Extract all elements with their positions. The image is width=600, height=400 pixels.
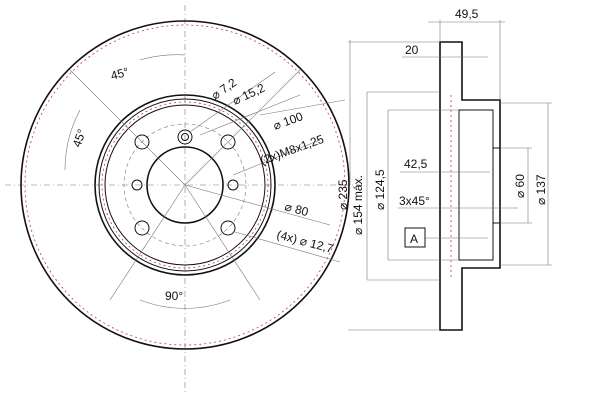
dia124-label: ⌀ 124,5 [373, 169, 387, 210]
bolt-hole [220, 134, 236, 150]
angle-arc-bottom [139, 299, 231, 309]
locating-boss [177, 129, 193, 145]
dia137-label: ⌀ 137 [534, 174, 548, 205]
hat-circle-outer [94, 94, 276, 276]
leader-bolt-holes [234, 231, 341, 263]
bolt-circle-label: ⌀ 100 [271, 109, 305, 133]
depth-label: 42,5 [404, 157, 428, 171]
bolt-hole [134, 220, 150, 236]
chamfer-label: 3x45° [399, 194, 430, 208]
side-view: 49,5 20 ⌀ 154 máx. ⌀ 124,5 42,5 3x45° A … [348, 7, 552, 331]
outer-dia-label: ⌀ 235 [336, 179, 350, 210]
angle-line [184, 184, 261, 301]
leader-hole [189, 71, 276, 133]
bolt-circle [123, 123, 247, 247]
leader-thread [232, 139, 321, 176]
hat-circle [98, 98, 272, 272]
dia60-label: ⌀ 60 [513, 174, 527, 198]
hat-circle-hidden [101, 101, 269, 269]
angle-top-label: 45° [109, 65, 130, 83]
thread-hole [227, 179, 239, 191]
center-bore [146, 146, 224, 224]
datum-label: A [410, 232, 418, 246]
datum-box [404, 227, 426, 248]
disc-section [439, 41, 501, 331]
outer-rim-hidden [24, 24, 346, 346]
hub-cavity [458, 109, 494, 261]
thickness-label: 20 [405, 43, 419, 57]
thread-hole [131, 179, 143, 191]
hat-circle-inner [104, 104, 266, 266]
angle-bottom-label: 90° [165, 289, 183, 303]
center-bore-section [492, 147, 501, 224]
locating-hole [181, 133, 189, 141]
angle-line [184, 69, 301, 186]
angle-arc-left [64, 109, 81, 171]
bolt-holes-label: (4x) ⌀ 12,7 [275, 227, 335, 256]
leader-pcd [184, 184, 331, 226]
pcd-small-label: ⌀ 80 [283, 199, 310, 219]
front-view: 45° 45° 90° ⌀ 7,2 ⌀ 15,2 ⌀ 100 (2x)M8x1,… [5, 5, 360, 395]
angle-left-label: 45° [70, 127, 89, 149]
outer-rim [20, 20, 350, 350]
bolt-hole [220, 220, 236, 236]
bolt-hole [134, 134, 150, 150]
angle-line [109, 184, 186, 301]
angle-arc-top [139, 54, 186, 61]
max-dia-label: ⌀ 154 máx. [351, 175, 365, 235]
angle-line [69, 69, 186, 186]
leader-bolt-circle [259, 99, 346, 116]
total-width-label: 49,5 [455, 7, 479, 21]
leader-boss [199, 94, 301, 136]
